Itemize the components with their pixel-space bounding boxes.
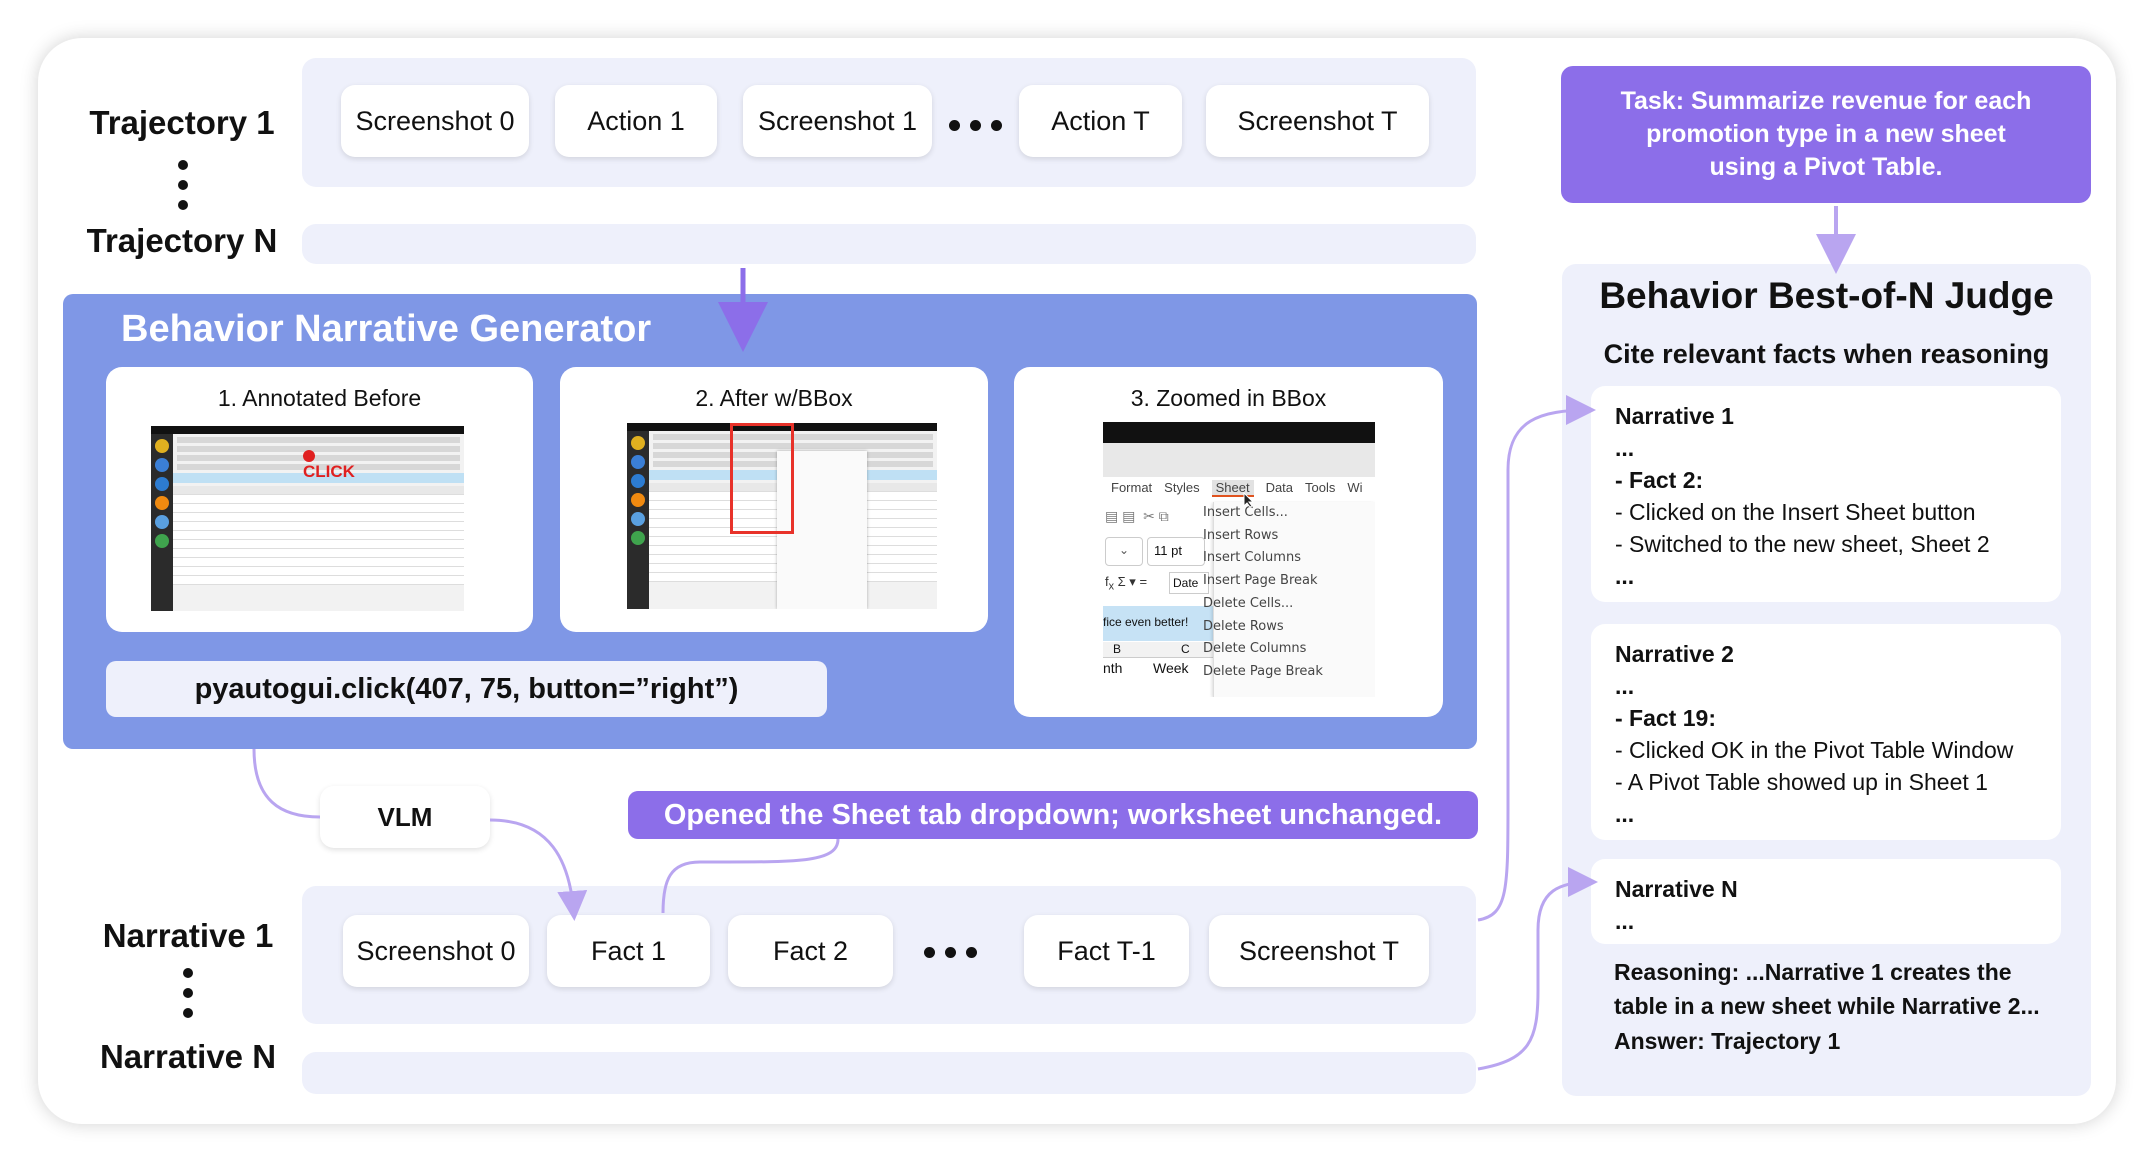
action-code: pyautogui.click(407, 75, button=”right”) <box>106 661 827 717</box>
step-action-1: Action 1 <box>555 85 717 157</box>
cell-week: Week <box>1153 660 1189 676</box>
step-screenshot-0: Screenshot 0 <box>343 915 529 987</box>
screenshot-after-thumbnail <box>627 423 937 609</box>
card-after-bbox: 2. After w/BBox <box>560 367 988 632</box>
formula-icons: fx Σ ▾ = <box>1105 574 1148 593</box>
ellipsis: ... <box>1615 563 1635 589</box>
judge-narrative-n: Narrative N ... <box>1591 859 2061 944</box>
menu-styles: Styles <box>1164 480 1200 495</box>
horizontal-ellipsis <box>920 942 980 962</box>
cell-month: nth <box>1103 660 1123 676</box>
fact-line: - A Pivot Table showed up in Sheet 1 <box>1615 769 1988 795</box>
menu-bar: Format Styles Sheet Data Tools Wi <box>1111 480 1363 497</box>
narrative-n-band <box>302 1052 1476 1094</box>
card-zoomed-bbox: 3. Zoomed in BBox Format Styles Sheet Da… <box>1014 367 1443 717</box>
narrative-n-label: Narrative N <box>99 1038 277 1075</box>
menu-window: Wi <box>1347 480 1363 495</box>
card-title: 3. Zoomed in BBox <box>1130 385 1327 411</box>
menu-item: Insert Page Break <box>1203 573 1318 588</box>
dropdown-chevron-icon: ⌄ <box>1105 537 1143 566</box>
vertical-ellipsis <box>183 968 193 1018</box>
card-title: 2. After w/BBox <box>695 385 853 411</box>
fact-label: - Fact 2: <box>1615 467 1704 493</box>
toolbar-icons: ▤ ▤ ✂ ⧉ <box>1105 508 1169 524</box>
narrative-title: Narrative 1 <box>1615 403 1734 429</box>
step-fact-t-1: Fact T-1 <box>1024 915 1189 987</box>
column-b: B <box>1113 642 1122 656</box>
task-line: Task: Summarize revenue for each <box>1620 87 2032 115</box>
ellipsis: ... <box>1615 908 1635 934</box>
judge-narrative-1: Narrative 1 ... - Fact 2: - Clicked on t… <box>1591 386 2061 602</box>
judge-reasoning: Reasoning: ...Narrative 1 creates the ta… <box>1614 955 2040 1023</box>
menu-item: Delete Cells... <box>1203 596 1294 611</box>
mouse-cursor-icon <box>1243 492 1255 508</box>
sheet-dropdown-menu <box>1213 502 1375 697</box>
judge-subtitle: Cite relevant facts when reasoning <box>1603 339 2050 369</box>
task-box: Task: Summarize revenue for each promoti… <box>1561 66 2091 203</box>
vlm-box: VLM <box>320 786 490 848</box>
ellipsis: ... <box>1615 673 1635 699</box>
click-annotation: CLICK <box>303 462 355 481</box>
fact-banner: Opened the Sheet tab dropdown; worksheet… <box>628 791 1478 839</box>
menu-item: Insert Cells... <box>1203 505 1288 520</box>
narrative-title: Narrative N <box>1615 876 1738 902</box>
formula-input: Date <box>1169 572 1209 594</box>
font-size-box: 11 pt <box>1147 537 1205 566</box>
step-screenshot-1: Screenshot 1 <box>743 85 932 157</box>
column-c: C <box>1181 642 1190 656</box>
fact-line: - Clicked OK in the Pivot Table Window <box>1615 737 2014 763</box>
bbox-highlight <box>730 423 794 534</box>
judge-answer: Answer: Trajectory 1 <box>1614 1028 1841 1054</box>
reasoning-line: table in a new sheet while Narrative 2..… <box>1614 993 2040 1019</box>
judge-title: Behavior Best-of-N Judge <box>1599 275 2054 316</box>
card-annotated-before: 1. Annotated Before CLICK <box>106 367 533 632</box>
menu-item: Delete Page Break <box>1203 664 1323 679</box>
ellipsis: ... <box>1615 801 1635 827</box>
fact-label: - Fact 19: <box>1615 705 1716 731</box>
menu-item: Delete Columns <box>1203 641 1307 656</box>
menu-tools: Tools <box>1305 480 1336 495</box>
screenshot-before-thumbnail: CLICK <box>151 426 464 611</box>
menu-format: Format <box>1111 480 1153 495</box>
trajectory-n-band <box>302 224 1476 264</box>
fact-line: - Switched to the new sheet, Sheet 2 <box>1615 531 1990 557</box>
narrative-title: Narrative 2 <box>1615 641 1734 667</box>
task-line: promotion type in a new sheet <box>1646 120 2006 148</box>
menu-item: Delete Rows <box>1203 619 1284 634</box>
step-screenshot-0: Screenshot 0 <box>341 85 529 157</box>
step-screenshot-t: Screenshot T <box>1206 85 1429 157</box>
trajectory-1-label: Trajectory 1 <box>89 104 275 141</box>
menu-sheet: Sheet <box>1211 480 1254 497</box>
step-fact-2: Fact 2 <box>728 915 893 987</box>
narrative-1-label: Narrative 1 <box>102 917 274 954</box>
reasoning-line: Reasoning: ...Narrative 1 creates the <box>1614 959 2012 985</box>
zoomed-screenshot: Format Styles Sheet Data Tools Wi ▤ ▤ ✂ … <box>1103 422 1375 697</box>
trajectory-n-label: Trajectory N <box>86 222 278 259</box>
step-screenshot-t: Screenshot T <box>1209 915 1429 987</box>
step-action-t: Action T <box>1019 85 1182 157</box>
ellipsis: ... <box>1615 435 1635 461</box>
menu-data: Data <box>1265 480 1294 495</box>
task-line: using a Pivot Table. <box>1709 153 1943 181</box>
menu-item: Insert Columns <box>1203 550 1301 565</box>
menu-item: Insert Rows <box>1203 528 1279 543</box>
click-marker-icon <box>303 450 315 462</box>
judge-narrative-2: Narrative 2 ... - Fact 19: - Clicked OK … <box>1591 624 2061 840</box>
horizontal-ellipsis <box>945 115 1005 135</box>
generator-title: Behavior Narrative Generator <box>121 308 652 350</box>
card-title: 1. Annotated Before <box>217 385 422 411</box>
help-banner: fice even better! <box>1103 606 1213 641</box>
step-fact-1: Fact 1 <box>547 915 710 987</box>
fact-line: - Clicked on the Insert Sheet button <box>1615 499 1976 525</box>
vertical-ellipsis <box>178 160 188 210</box>
